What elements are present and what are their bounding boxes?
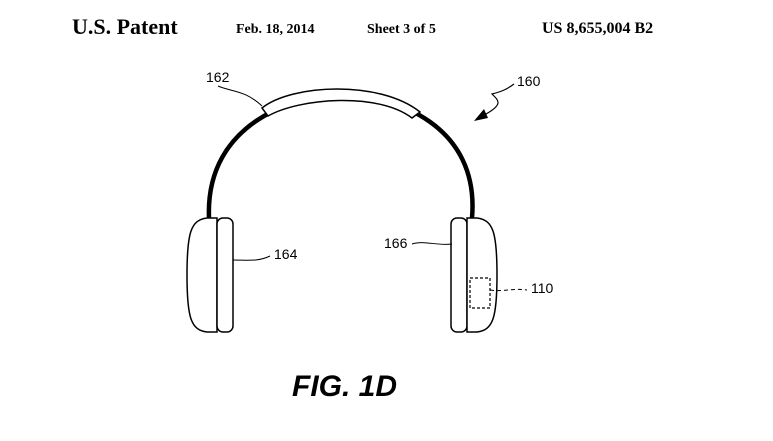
ref-162: 162 (206, 69, 230, 85)
left-earcup (187, 218, 233, 332)
right-earcup (451, 218, 497, 332)
ref-160: 160 (517, 73, 541, 89)
figure-caption: FIG. 1D (292, 370, 397, 404)
headband (209, 95, 473, 218)
ref-164: 164 (274, 246, 298, 262)
headband-cushion (262, 89, 420, 118)
arrowhead-160 (474, 109, 488, 121)
leader-162 (218, 86, 262, 106)
ref-110: 110 (531, 280, 554, 296)
leader-166 (412, 243, 452, 245)
leader-164 (233, 256, 270, 260)
ref-166: 166 (384, 235, 408, 251)
